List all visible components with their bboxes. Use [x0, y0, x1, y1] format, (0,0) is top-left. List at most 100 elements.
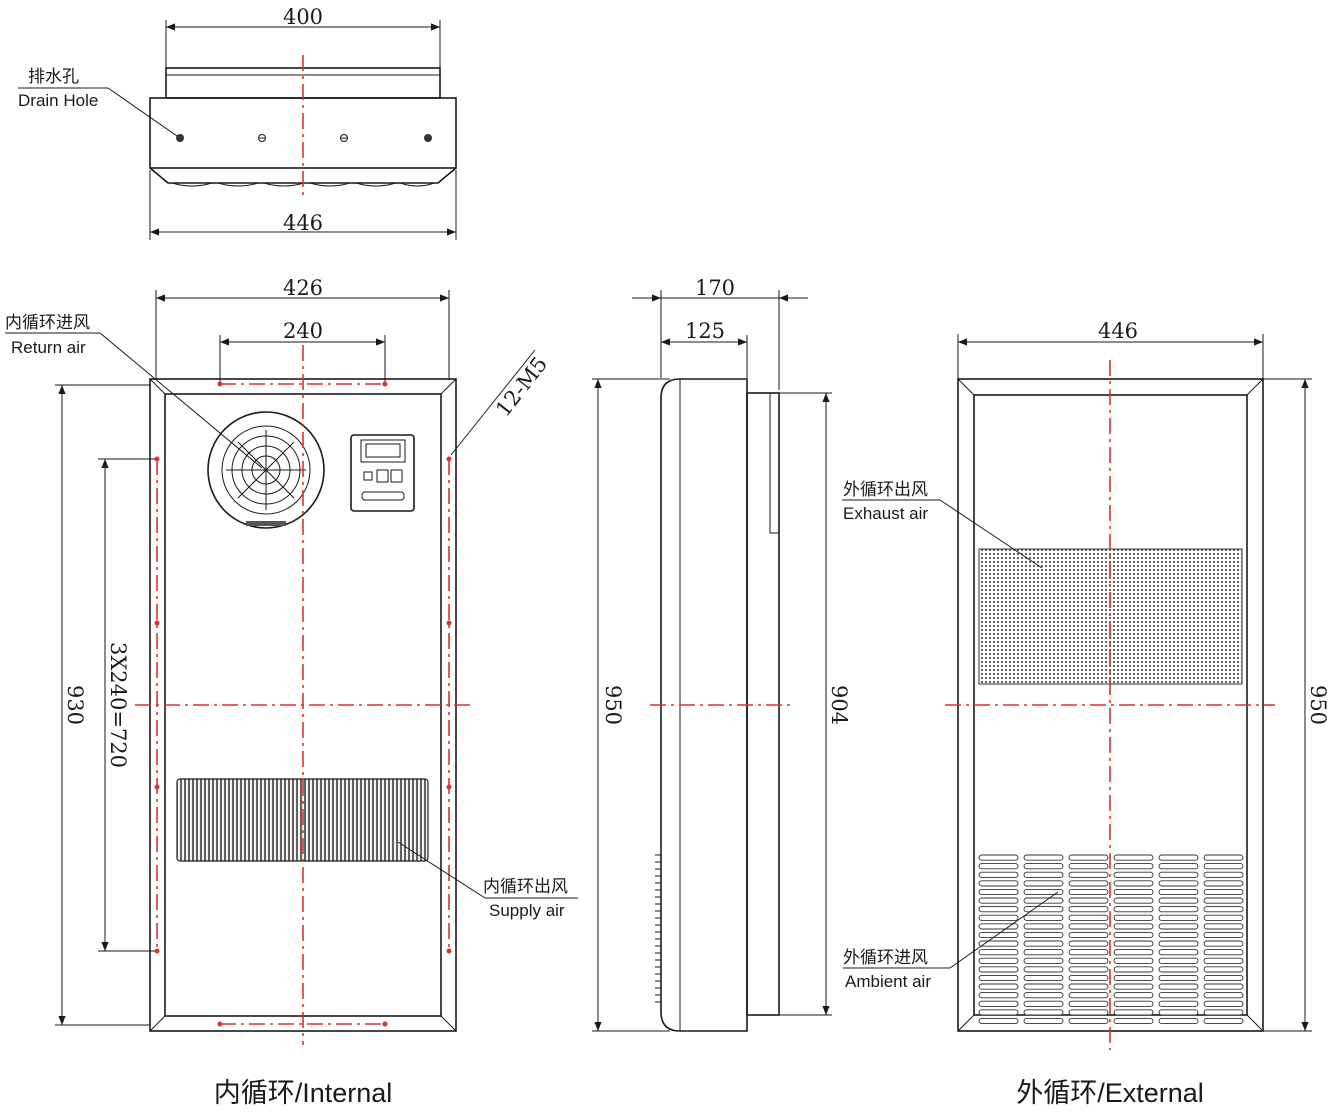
louver-slot: [1023, 880, 1064, 887]
louver-slot: [978, 931, 1019, 939]
side-dim-170: 170: [695, 276, 735, 300]
louver-slot: [1203, 983, 1244, 990]
louver-slot: [1158, 974, 1199, 982]
louver-slot: [1158, 992, 1199, 999]
louver-slot: [1023, 888, 1064, 896]
louver-slot: [1203, 1000, 1244, 1007]
louver-slot: [978, 1000, 1019, 1007]
louver-slot: [1203, 888, 1244, 896]
louver-slot: [1068, 871, 1109, 878]
return-air-label-cn: 内循环进风: [5, 313, 90, 333]
top-dim-446: 446: [283, 211, 323, 235]
louver-slot: [1068, 863, 1109, 870]
external-dim-446: 446: [1098, 319, 1138, 343]
louver-slot: [1113, 931, 1154, 939]
internal-dim-720: 3X240=720: [106, 642, 130, 768]
louver-slot: [1203, 1017, 1244, 1025]
louver-slot: [978, 888, 1019, 896]
louver-slot: [978, 949, 1019, 956]
external-caption: 外循环/External: [1016, 1078, 1204, 1108]
louver-slot: [1158, 931, 1199, 939]
louver-slot: [1068, 1000, 1109, 1007]
louver-slot: [1158, 940, 1199, 947]
louver-slot: [1023, 1017, 1064, 1025]
louver-slot: [1158, 957, 1199, 964]
louver-slot: [1203, 863, 1244, 870]
louver-slot: [1203, 940, 1244, 947]
ambient-air-label-en: Ambient air: [845, 972, 931, 991]
louver-slot: [1113, 1017, 1154, 1025]
louver-slot: [1068, 966, 1109, 973]
louver-slot: [978, 940, 1019, 947]
louver-slot: [978, 957, 1019, 964]
side-dim-904: 904: [827, 685, 851, 725]
louver-slot: [978, 974, 1019, 982]
louver-slot: [1203, 880, 1244, 887]
louver-slot: [1158, 1000, 1199, 1007]
louver-slot: [1113, 974, 1154, 982]
fan-icon: [207, 411, 325, 529]
louver-slot: [1113, 914, 1154, 921]
louver-slot: [1113, 983, 1154, 990]
louver-slot: [1068, 854, 1109, 861]
louver-slot: [1113, 897, 1154, 904]
louver-slot: [978, 854, 1019, 861]
louver-slot: [1203, 957, 1244, 964]
louver-slot: [1068, 1017, 1109, 1025]
louver-slot: [1023, 974, 1064, 982]
louver-slot: [1023, 897, 1064, 904]
louver-slot: [1203, 1009, 1244, 1016]
louver-slot: [1068, 992, 1109, 999]
louver-slot: [1023, 1009, 1064, 1016]
exhaust-air-label-en: Exhaust air: [843, 504, 928, 523]
louver-slot: [1068, 940, 1109, 947]
side-view: 170 125 950: [592, 276, 851, 1032]
louver-slot: [978, 863, 1019, 870]
side-dim-950: 950: [601, 685, 625, 725]
supply-air-label-cn: 内循环出风: [483, 877, 568, 897]
louver-slot: [1203, 992, 1244, 999]
louver-slot: [1158, 897, 1199, 904]
louver-slot: [978, 1017, 1019, 1025]
louver-slot: [1068, 983, 1109, 990]
louver-slot: [1158, 923, 1199, 930]
external-dim-950: 950: [1306, 685, 1330, 725]
internal-caption: 内循环/Internal: [214, 1078, 393, 1108]
louver-slot: [978, 906, 1019, 913]
louver-slot: [1113, 940, 1154, 947]
internal-view: 426 240: [5, 276, 578, 1108]
louver-slot: [1113, 992, 1154, 999]
drain-hole-icon: [176, 134, 184, 142]
louver-slot: [1203, 906, 1244, 913]
louver-slot: [1113, 880, 1154, 887]
louver-slot: [1113, 888, 1154, 896]
louver-slot: [1203, 974, 1244, 982]
louver-slot: [1158, 863, 1199, 870]
louver-slot: [1023, 940, 1064, 947]
louver-slot: [1113, 923, 1154, 930]
louver-slot: [1203, 931, 1244, 939]
controller-panel: [350, 434, 415, 512]
louver-slot: [1023, 1000, 1064, 1007]
louver-slot: [1023, 957, 1064, 964]
louver-slot: [1023, 863, 1064, 870]
louver-slot: [1158, 871, 1199, 878]
external-view: 446 950 外循环出风 Exhaust air 外循环进风 Ambient …: [842, 319, 1330, 1108]
louver-slot: [978, 871, 1019, 878]
louver-slot: [1113, 854, 1154, 861]
louver-slot: [1068, 906, 1109, 913]
louver-slot: [978, 966, 1019, 973]
louver-slot: [1158, 888, 1199, 896]
internal-dim-12-m5: 12-M5: [491, 352, 552, 421]
louver-slot: [1158, 1017, 1199, 1025]
louver-slot: [1023, 931, 1064, 939]
louver-slot: [1203, 854, 1244, 861]
return-air-label-en: Return air: [11, 338, 86, 357]
louver-slot: [978, 992, 1019, 999]
louver-slot: [978, 923, 1019, 930]
louver-slot: [1023, 871, 1064, 878]
louver-slot: [1158, 854, 1199, 861]
louver-slot: [1113, 1000, 1154, 1007]
louver-slot: [1158, 1009, 1199, 1016]
